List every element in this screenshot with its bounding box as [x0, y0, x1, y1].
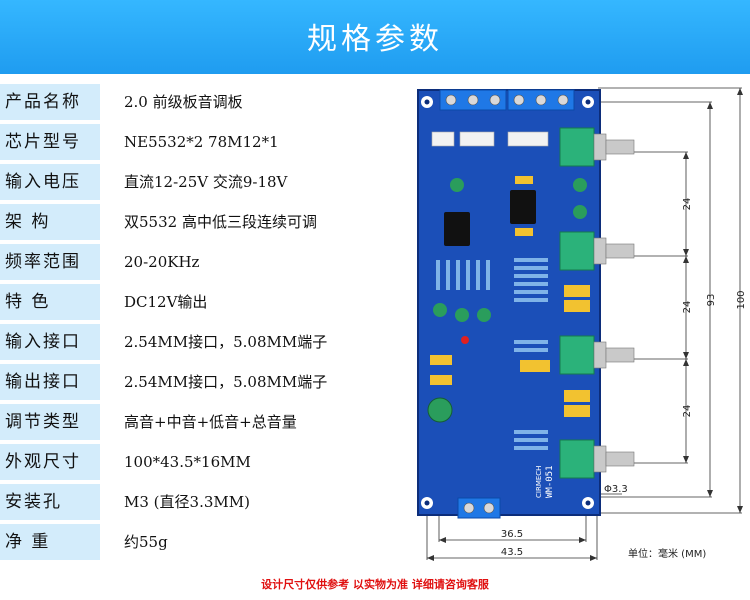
spec-label: 架 构	[0, 204, 100, 240]
mounting-hole-centers	[424, 99, 591, 506]
spec-label: 频率范围	[0, 244, 100, 280]
spec-label: 净 重	[0, 524, 100, 560]
hole-width-label: 36.5	[501, 529, 523, 540]
spec-row: 输出接口 2.54MM接口，5.08MM端子	[0, 364, 412, 400]
spacing-label: 24	[682, 405, 693, 418]
spec-value: 高音+中音+低音+总音量	[124, 413, 297, 431]
spec-label: 安装孔	[0, 484, 100, 520]
led-indicator	[461, 336, 469, 344]
banner-title: 规格参数	[307, 22, 443, 57]
terminal-blocks	[439, 89, 575, 519]
inner-height-label: 93	[706, 294, 717, 307]
dimension-lines	[426, 87, 742, 560]
spec-row: 外观尺寸 100*43.5*16MM	[0, 444, 412, 480]
spec-row: 架 构 双5532 高中低三段连续可调	[0, 204, 412, 240]
spec-row: 安装孔 M3 (直径3.3MM)	[0, 484, 412, 520]
spec-value: 20-20KHz	[124, 253, 200, 271]
dimension-arrows	[427, 88, 743, 561]
resistors	[436, 258, 548, 450]
board-brand-text: CIRMECH	[535, 466, 543, 498]
spec-value: 2.54MM接口，5.08MM端子	[124, 333, 328, 351]
total-width-label: 43.5	[501, 547, 523, 558]
total-height-label: 100	[736, 290, 747, 309]
spacing-label: 24	[682, 301, 693, 314]
spec-value: 100*43.5*16MM	[124, 453, 251, 471]
spec-value: 约55g	[124, 533, 168, 551]
spec-row: 输入接口 2.54MM接口，5.08MM端子	[0, 324, 412, 360]
hole-diameter-label: Φ3.3	[604, 484, 628, 495]
spec-value: 直流12-25V 交流9-18V	[124, 173, 288, 191]
spacing-label: 24	[682, 198, 693, 211]
dimension-labels: 24 24 24 93 100 36.5 43.5	[501, 198, 747, 558]
spec-row: 净 重 约55g	[0, 524, 412, 560]
spec-row: 特 色 DC12V输出	[0, 284, 412, 320]
spec-value: DC12V输出	[124, 293, 208, 311]
spec-label: 输出接口	[0, 364, 100, 400]
spec-row: 芯片型号 NE5532*2 78M12*1	[0, 124, 412, 160]
spec-row: 产品名称 2.0 前级板音调板	[0, 84, 412, 120]
spec-row: 输入电压 直流12-25V 交流9-18V	[0, 164, 412, 200]
silkscreen: WM-051 CIRMECH	[535, 465, 555, 498]
spec-label: 产品名称	[0, 84, 100, 120]
spec-value: 2.54MM接口，5.08MM端子	[124, 373, 328, 391]
capacitors	[427, 176, 590, 423]
pin-headers	[431, 131, 549, 147]
spec-row: 频率范围 20-20KHz	[0, 244, 412, 280]
spec-label: 调节类型	[0, 404, 100, 440]
spec-label: 输入接口	[0, 324, 100, 360]
spec-label: 外观尺寸	[0, 444, 100, 480]
unit-label: 单位：毫米 (MM)	[628, 549, 707, 560]
spec-label: 特 色	[0, 284, 100, 320]
spec-label: 输入电压	[0, 164, 100, 200]
spec-row: 调节类型 高音+中音+低音+总音量	[0, 404, 412, 440]
footnote: 设计尺寸仅供参考 以实物为准 详细请咨询客服	[261, 578, 489, 591]
potentiometers	[559, 127, 635, 479]
board-model-text: WM-051	[545, 465, 555, 498]
ic-chips	[444, 190, 536, 246]
title-banner: 规格参数	[0, 0, 750, 74]
spec-value: 双5532 高中低三段连续可调	[124, 213, 317, 231]
spec-label: 芯片型号	[0, 124, 100, 160]
spec-value: M3 (直径3.3MM)	[124, 493, 250, 511]
spec-value: 2.0 前级板音调板	[124, 93, 243, 111]
spec-value: NE5532*2 78M12*1	[124, 133, 279, 151]
